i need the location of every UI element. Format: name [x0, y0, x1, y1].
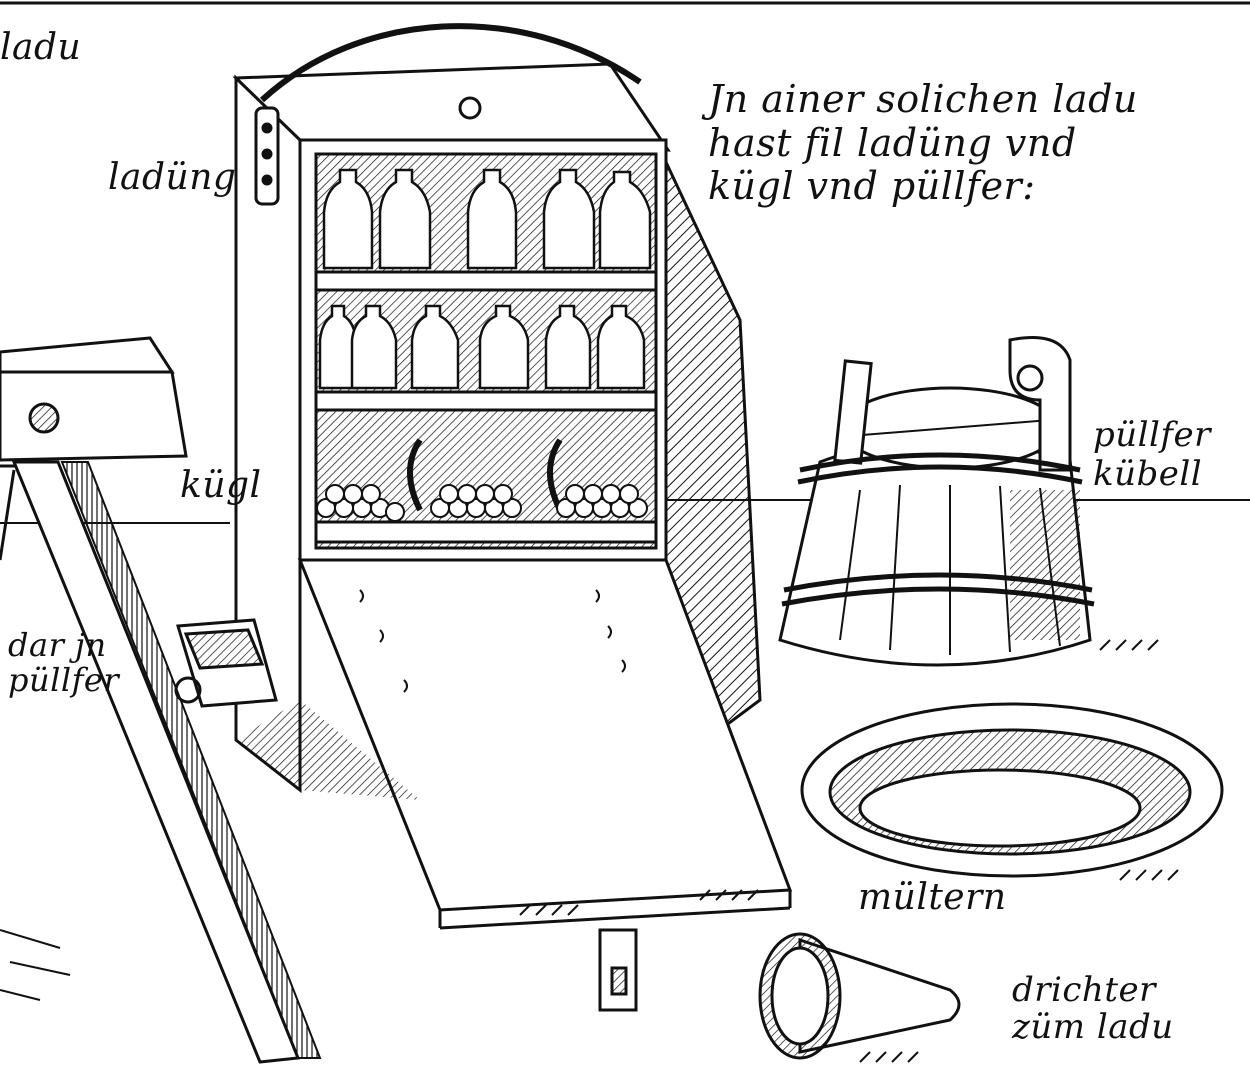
label-ladu: ladu — [0, 27, 82, 68]
powder-bottles-top-row — [322, 168, 652, 270]
label-pulfer-kubel: püllfer kübell — [1093, 415, 1211, 495]
powder-bottles-middle-row — [318, 304, 646, 390]
cabinet-door — [236, 558, 793, 1012]
label-kugl: kügl — [180, 465, 262, 506]
trough — [800, 702, 1224, 878]
label-ladung: ladüng — [108, 157, 237, 198]
label-multern: mültern — [858, 877, 1007, 918]
label-main-note: Jn ainer solichen ladu hast fil ladüng v… — [708, 77, 1138, 209]
cannonballs — [316, 438, 648, 522]
label-darin-pulfer: dar jn püllfer — [8, 626, 120, 700]
funnel — [758, 932, 961, 1060]
powder-drawer — [174, 618, 278, 708]
ground-marks — [519, 639, 1179, 1063]
powder-tub — [778, 336, 1095, 667]
label-trichter: drichter züm ladu — [1012, 970, 1174, 1048]
gun-carriage — [0, 336, 322, 1064]
